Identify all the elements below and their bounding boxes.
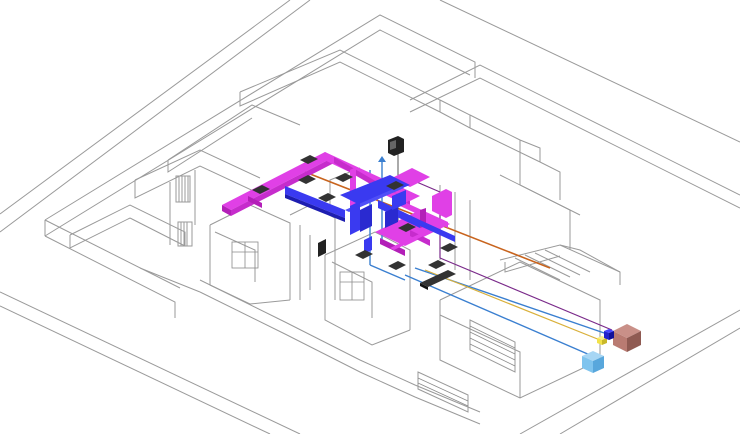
diffuser-icon xyxy=(335,173,353,182)
diffuser-icon xyxy=(298,175,316,184)
boundary-wall xyxy=(44,14,740,318)
outdoor-condenser-red xyxy=(613,324,641,352)
house-structure xyxy=(69,49,621,425)
outdoor-condenser-small-blue xyxy=(604,329,614,340)
diffuser-icon xyxy=(428,260,446,269)
diffuser-icon xyxy=(440,243,458,252)
diffuser-icon xyxy=(252,185,270,194)
supply-duct-network xyxy=(222,152,452,256)
diffuser-icon xyxy=(318,193,336,202)
outdoor-condenser-blue xyxy=(582,351,604,373)
air-handling-unit xyxy=(318,136,456,290)
diffuser-icon xyxy=(398,223,416,232)
diffuser-icon xyxy=(355,250,373,259)
return-duct-network xyxy=(285,175,455,254)
diffuser-icon xyxy=(386,181,404,190)
ceiling-diffusers xyxy=(252,155,458,270)
outdoor-units xyxy=(582,324,641,373)
diffuser-icon xyxy=(300,155,318,164)
diffuser-icon xyxy=(388,261,406,270)
